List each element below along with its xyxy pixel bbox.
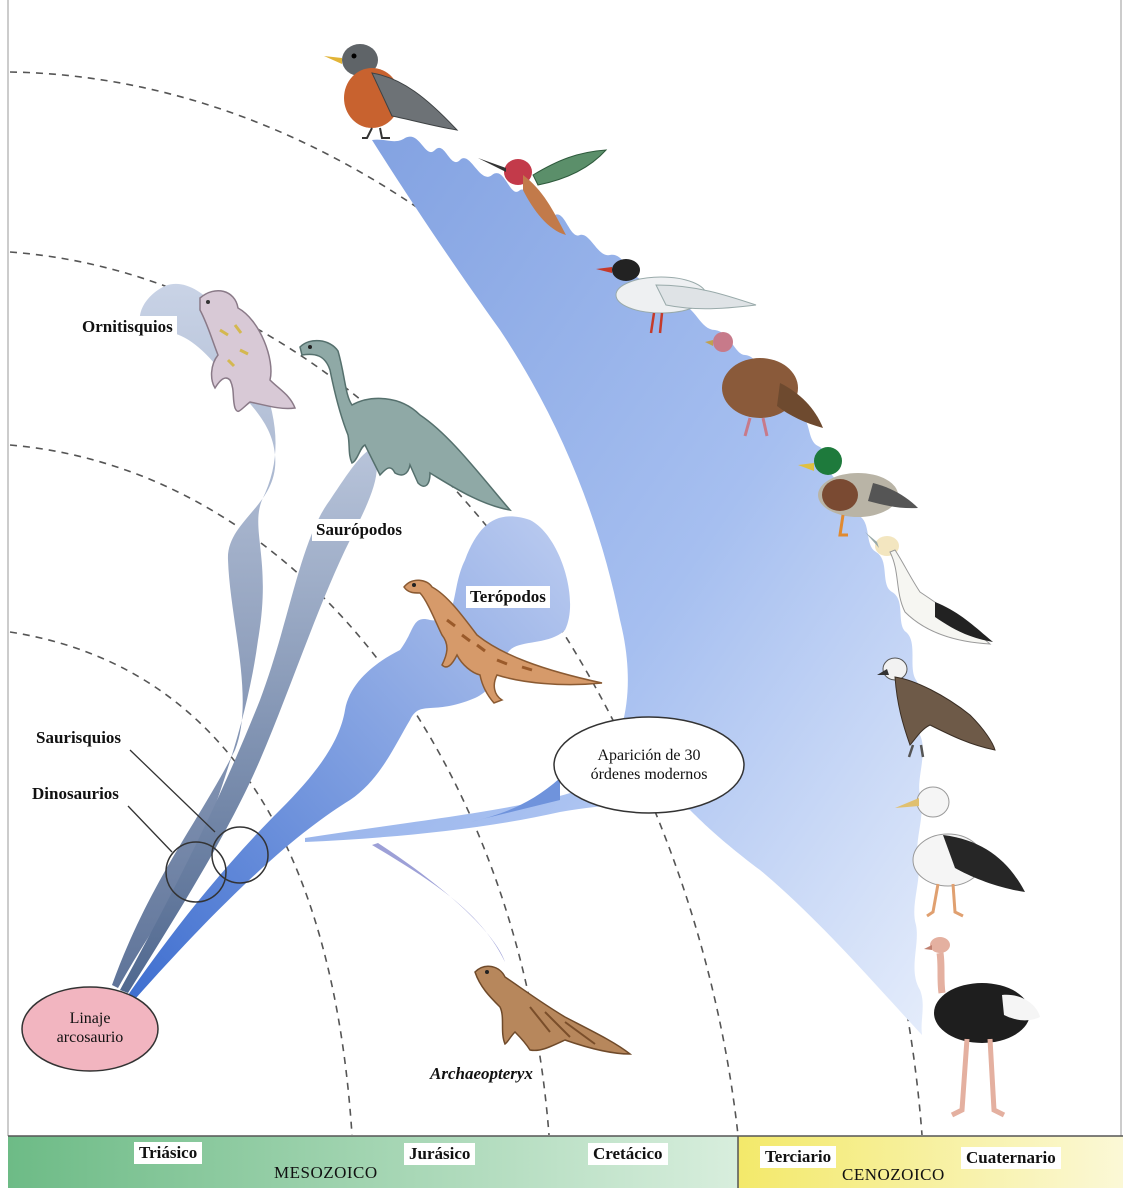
- duck-icon: [798, 447, 918, 537]
- saurischians-label: Saurisquios: [32, 727, 126, 749]
- sauropod-lineage: [120, 448, 377, 993]
- albatross-icon: [895, 786, 1025, 918]
- modern-orders-label: Aparición de 30 órdenes modernos: [570, 746, 728, 784]
- saurischian-ellipse: [211, 826, 269, 884]
- archaeopteryx-label: Archaeopteryx: [430, 1064, 533, 1083]
- bird-lineage: [305, 136, 923, 1035]
- tern-icon: [596, 259, 757, 334]
- theropod-dinosaur-icon: [403, 579, 603, 704]
- dinosaur-pointer: [127, 805, 173, 853]
- archaeopteryx-icon: [474, 965, 633, 1055]
- modern-orders-line1: Aparición de 30: [597, 747, 701, 764]
- archaeopteryx-branch: [372, 843, 505, 962]
- theropods-label: Terópodos: [466, 586, 550, 608]
- archosaur-lineage-line2: arcosaurio: [56, 1029, 124, 1046]
- archosaur-lineage-line1: Linaje: [69, 1010, 111, 1027]
- era-mesozoic: MESOZOICO: [274, 1163, 378, 1182]
- sauropods-label: Saurópodos: [312, 519, 406, 541]
- hummingbird-icon: [478, 149, 608, 235]
- archosaur-lineage-label: Linaje arcosaurio: [40, 1009, 140, 1047]
- modern-orders-pointer: [470, 778, 560, 822]
- ornithischians-label: Ornitisquios: [78, 316, 177, 338]
- period-quaternary: Cuaternario: [961, 1147, 1061, 1169]
- archosaur-lineage-ellipse: [21, 986, 159, 1072]
- period-cretaceous: Cretácico: [588, 1143, 668, 1165]
- modern-orders-ellipse: [553, 716, 745, 814]
- saurischian-pointer: [129, 749, 216, 833]
- modern-orders-line2: órdenes modernos: [590, 766, 708, 783]
- robin-icon: [324, 44, 459, 139]
- ornithischian-lineage: [112, 283, 276, 988]
- osprey-icon: [877, 657, 996, 758]
- ornithischian-dinosaur-icon: [199, 289, 297, 413]
- gannet-icon: [865, 532, 993, 645]
- period-tertiary: Terciario: [760, 1146, 837, 1168]
- sauropod-dinosaur-icon: [299, 339, 512, 512]
- turkey-icon: [705, 332, 823, 437]
- dinosaurs-label: Dinosaurios: [28, 783, 123, 805]
- period-triassic: Triásico: [134, 1142, 203, 1164]
- dinosaur-ellipse: [165, 841, 227, 903]
- period-jurassic: Jurásico: [404, 1143, 476, 1165]
- ostrich-icon: [924, 937, 1040, 1118]
- era-cenozoic: CENOZOICO: [842, 1165, 945, 1184]
